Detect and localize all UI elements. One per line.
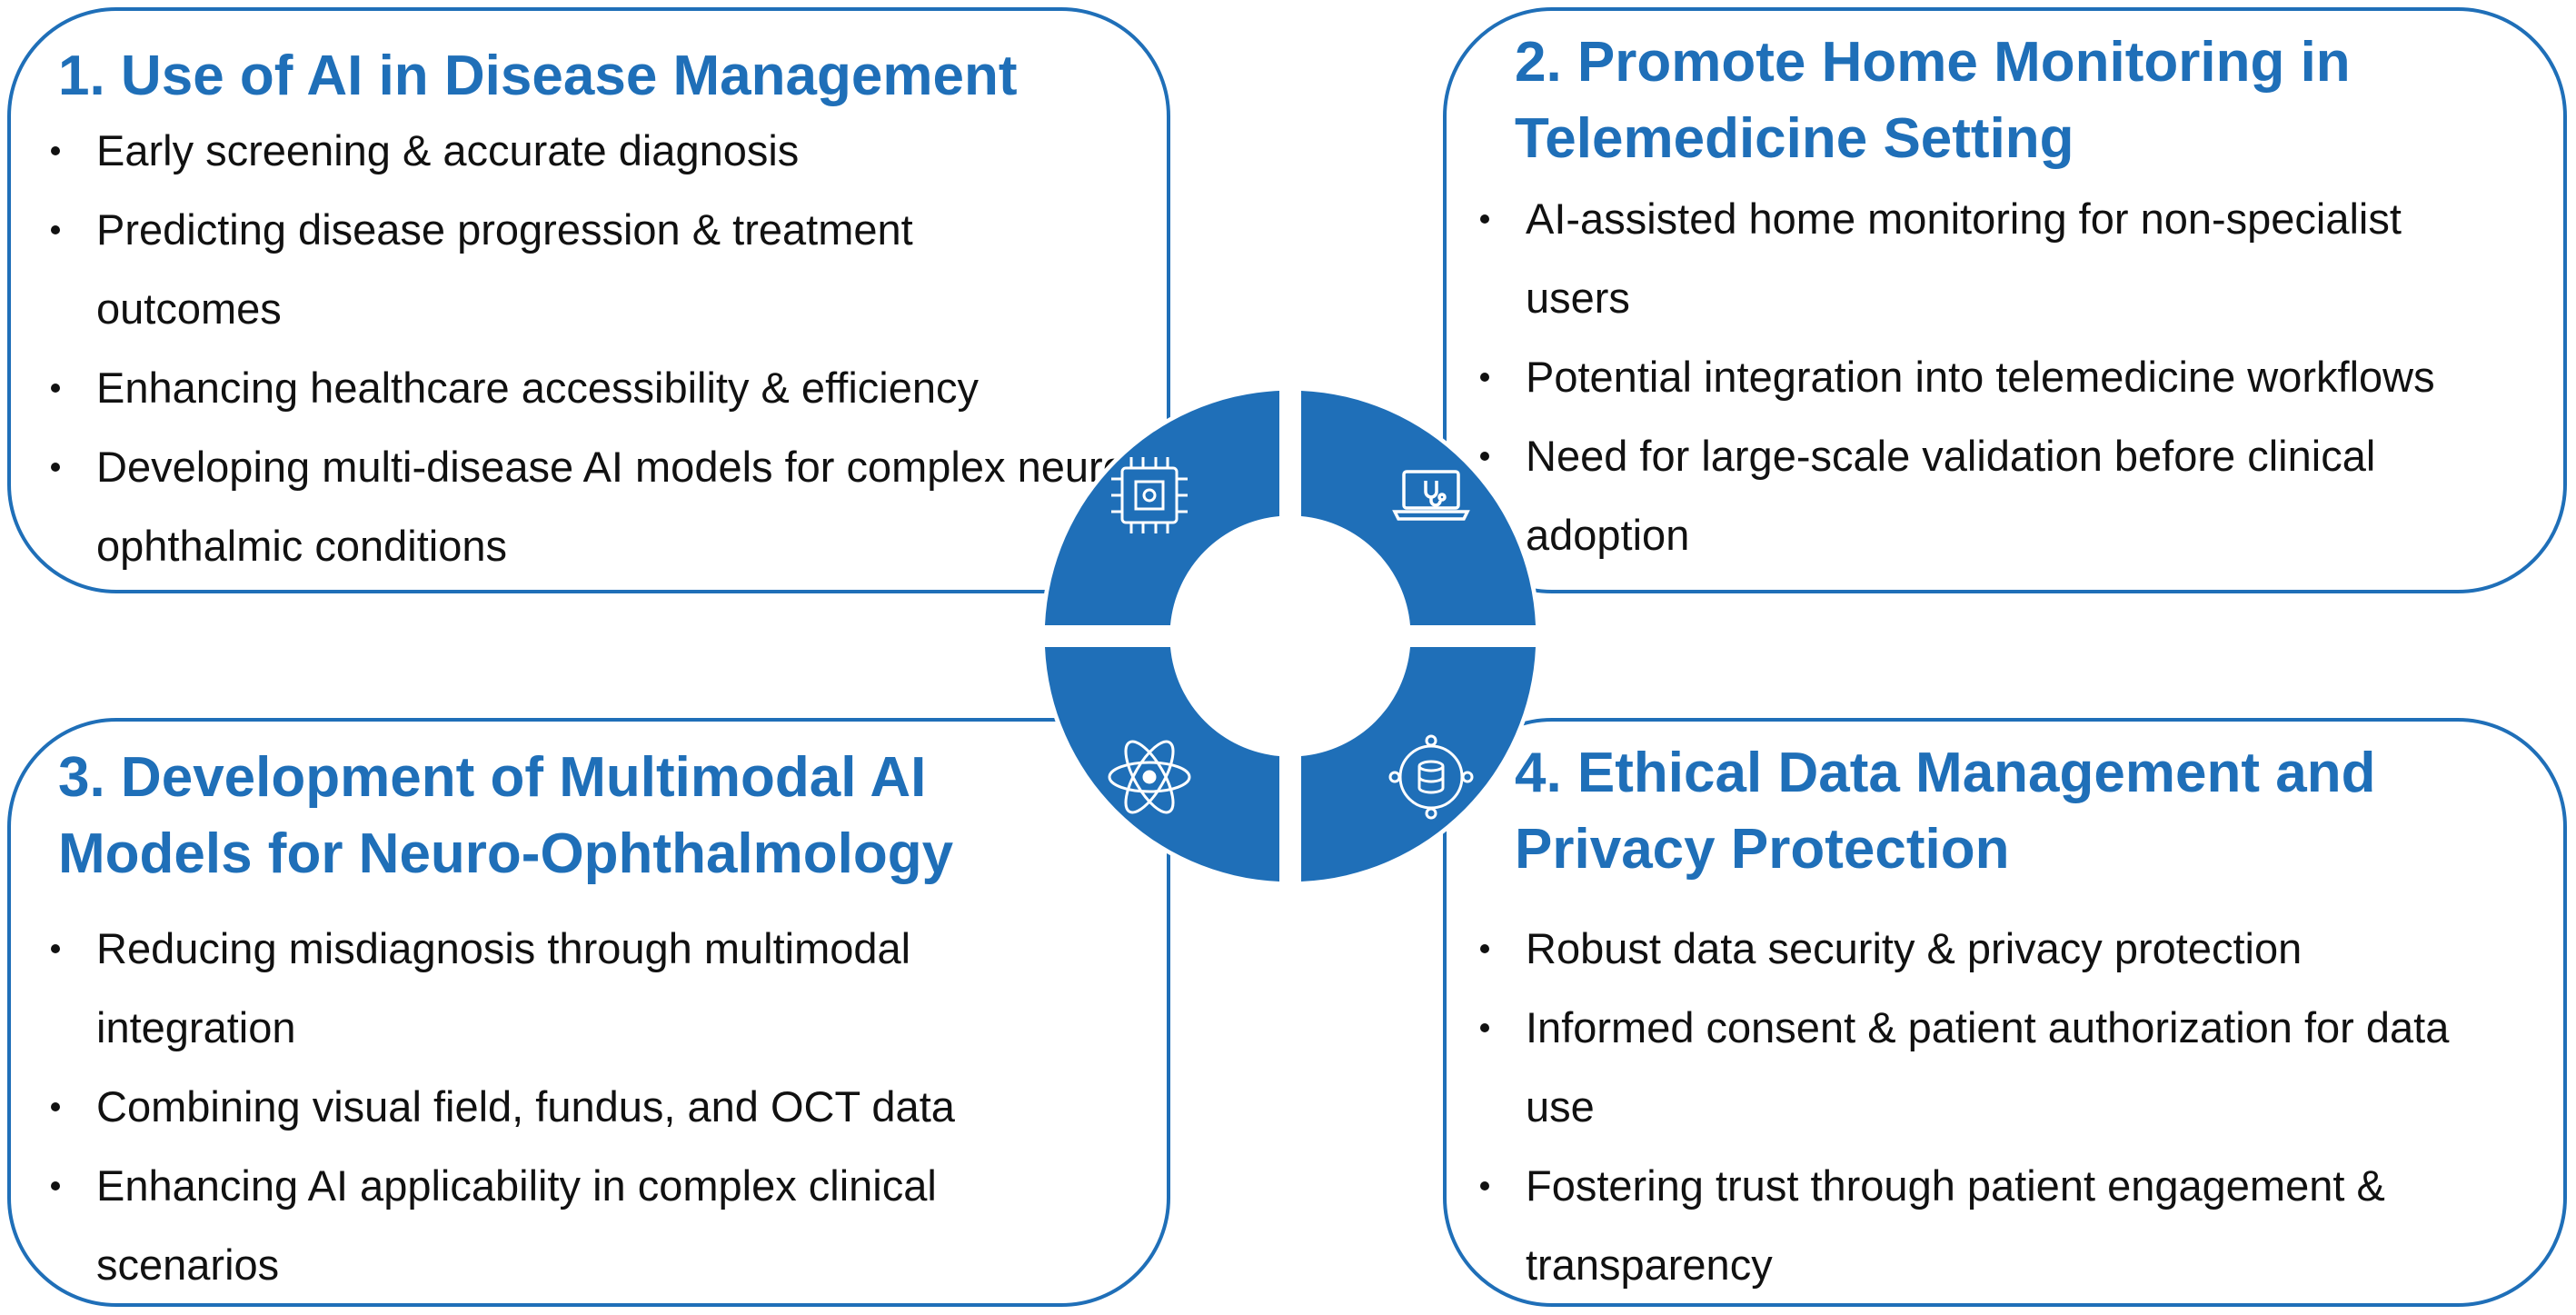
bullet-dot [1480, 1023, 1489, 1032]
center-ring [1040, 386, 1540, 886]
bullet-list: Robust data security & privacy protectio… [1469, 909, 2560, 1304]
list-item-text: AI-assisted home monitoring for non-spec… [1526, 194, 2402, 322]
list-item: Combining visual field, fundus, and OCT … [40, 1067, 1158, 1146]
panel-ethical-data: 4. Ethical Data Management and Privacy P… [1443, 718, 2567, 1307]
list-item-text: Combining visual field, fundus, and OCT … [96, 1082, 955, 1131]
panel-title: 2. Promote Home Monitoring in Telemedici… [1515, 31, 2351, 170]
list-item-text: Fostering trust through patient engageme… [1526, 1161, 2385, 1289]
ring-segment-bottom-right [1301, 647, 1536, 882]
list-item-text: Early screening & accurate diagnosis [96, 126, 800, 174]
bullet-list: Reducing misdiagnosis through multimodal… [40, 909, 1158, 1304]
list-item: AI-assisted home monitoring for non-spec… [1469, 179, 2507, 337]
list-item-text: Reducing misdiagnosis through multimodal… [96, 924, 911, 1051]
list-item: Need for large-scale validation before c… [1469, 416, 2507, 574]
list-item-text: Predicting disease progression & treatme… [96, 205, 913, 333]
panel-title: 3. Development of Multimodal AI Models f… [58, 746, 954, 885]
list-item: Predicting disease progression & treatme… [40, 190, 1078, 348]
list-item: Early screening & accurate diagnosis [40, 111, 1158, 190]
database-network-icon [1388, 734, 1474, 820]
panel-title: 1. Use of AI in Disease Management [58, 45, 1018, 107]
list-item-text: Developing multi-disease AI models for c… [96, 443, 1141, 570]
panel-title: 4. Ethical Data Management and Privacy P… [1515, 742, 2376, 881]
panel-multimodal-ai: 3. Development of Multimodal AI Models f… [7, 718, 1170, 1307]
list-item-text: Need for large-scale validation before c… [1526, 432, 2376, 559]
bullet-dot [1480, 214, 1489, 224]
bullet-list: AI-assisted home monitoring for non-spec… [1469, 179, 2560, 574]
bullet-dot [1480, 944, 1489, 953]
list-item: Developing multi-disease AI models for c… [40, 427, 1158, 585]
list-item-text: Enhancing AI applicability in complex cl… [96, 1161, 937, 1289]
bullet-dot [1480, 452, 1489, 461]
bullet-dot [51, 384, 60, 393]
list-item: Informed consent & patient authorization… [1469, 988, 2507, 1146]
bullet-dot [1480, 1181, 1489, 1190]
atom-icon [1108, 740, 1191, 814]
bullet-dot [51, 944, 60, 953]
bullet-dot [51, 225, 60, 234]
ai-chip-icon [1111, 457, 1188, 533]
bullet-dot [51, 1102, 60, 1111]
list-item: Reducing misdiagnosis through multimodal… [40, 909, 1078, 1067]
panel-ai-disease-management: 1. Use of AI in Disease Management Early… [7, 7, 1170, 593]
list-item: Potential integration into telemedicine … [1469, 337, 2560, 416]
list-item: Robust data security & privacy protectio… [1469, 909, 2560, 988]
list-item-text: Enhancing healthcare accessibility & eff… [96, 364, 980, 412]
bullet-dot [1480, 373, 1489, 382]
bullet-list: Early screening & accurate diagnosis Pre… [40, 111, 1158, 585]
list-item: Enhancing healthcare accessibility & eff… [40, 348, 1158, 427]
laptop-stethoscope-icon [1392, 470, 1470, 521]
list-item: Fostering trust through patient engageme… [1469, 1146, 2525, 1304]
bullet-dot [51, 1181, 60, 1190]
list-item: Enhancing AI applicability in complex cl… [40, 1146, 1096, 1304]
list-item-text: Informed consent & patient authorization… [1526, 1003, 2450, 1131]
panel-home-monitoring: 2. Promote Home Monitoring in Telemedici… [1443, 7, 2567, 593]
bullet-dot [51, 146, 60, 155]
ring-backing [1040, 386, 1540, 886]
list-item-text: Potential integration into telemedicine … [1526, 353, 2435, 401]
list-item-text: Robust data security & privacy protectio… [1526, 924, 2302, 972]
bullet-dot [51, 463, 60, 472]
